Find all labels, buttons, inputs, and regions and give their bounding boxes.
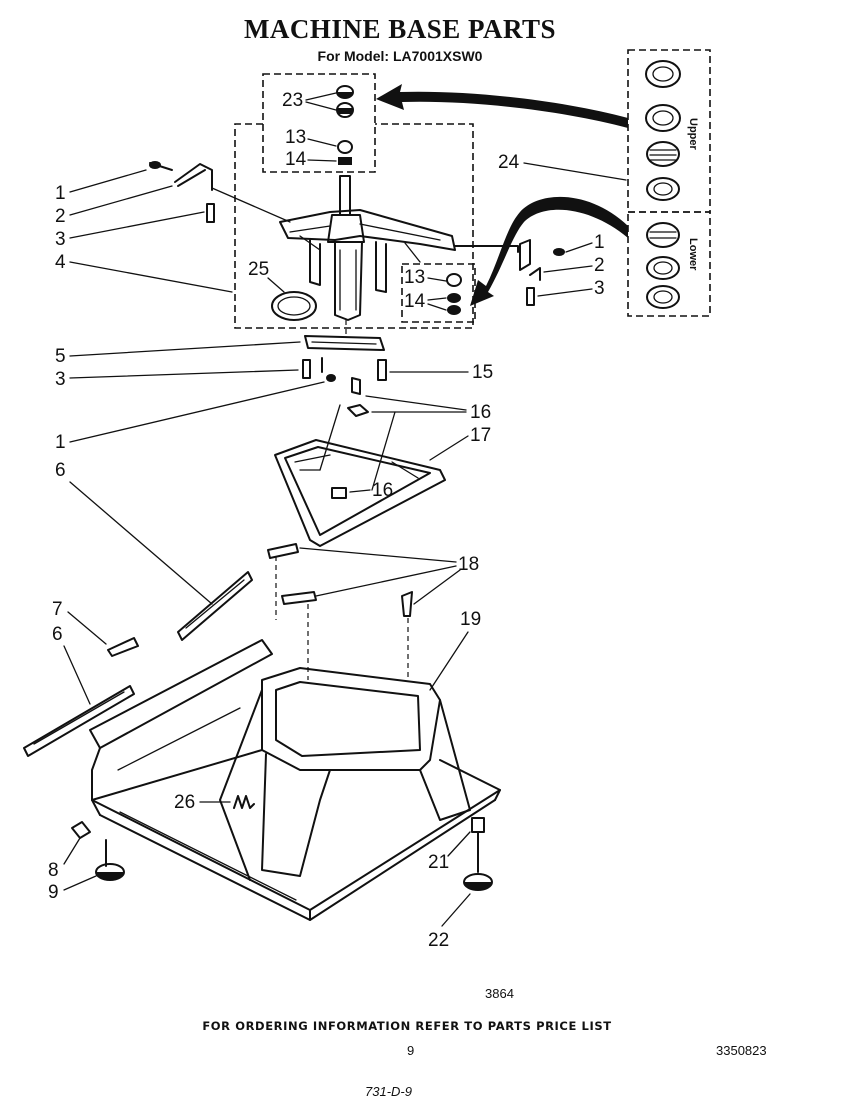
callout-22: 22: [428, 930, 449, 951]
callout-3-mid: 3: [55, 369, 66, 390]
hub-assembly-box: [234, 73, 476, 329]
arrow-lower-bearings: [470, 196, 628, 306]
clamp-group-left: [149, 161, 291, 223]
drive-hub: [279, 175, 456, 321]
callout-13-right: 13: [404, 267, 425, 288]
callout-16-top: 16: [470, 402, 491, 423]
callout-6-top: 6: [55, 460, 66, 481]
page-number: 9: [407, 1043, 414, 1058]
lower-label: Lower: [687, 238, 699, 271]
callout-2-right: 2: [594, 255, 605, 276]
ordering-note: FOR ORDERING INFORMATION REFER TO PARTS …: [202, 1019, 611, 1033]
callout-21: 21: [428, 852, 449, 873]
bearing-part-13-14-right: [446, 273, 462, 315]
spring-part-26: [233, 795, 255, 809]
diagram-title: MACHINE BASE PARTS: [244, 14, 556, 44]
callout-14-right: 14: [404, 291, 426, 312]
callout-23: 23: [282, 90, 303, 111]
tabs-part-18: [267, 543, 413, 680]
callout-6-bottom: 6: [52, 624, 63, 645]
callout-7: 7: [52, 599, 63, 620]
callout-14-top: 14: [285, 149, 307, 170]
callout-9: 9: [48, 882, 59, 903]
callout-18: 18: [458, 554, 479, 575]
lower-hub-parts: [302, 320, 387, 395]
callout-26: 26: [174, 792, 195, 813]
callout-17: 17: [470, 425, 491, 446]
callout-4: 4: [55, 252, 66, 273]
callouts: 23 13 14 1 2 3 4 25 24 13 14 1 2 3 5 3 1…: [48, 90, 627, 951]
callout-16-bottom: 16: [372, 480, 393, 501]
model-line: For Model: LA7001XSW0: [318, 48, 483, 64]
leveling-feet: [71, 817, 493, 891]
clamp-group-right: [454, 239, 565, 306]
diagram-number: 3864: [485, 986, 514, 1001]
callout-24: 24: [498, 152, 520, 173]
frame-part-17: [274, 404, 446, 547]
callout-3-right: 3: [594, 278, 605, 299]
callout-8: 8: [48, 860, 59, 881]
handwritten-code: 731-D-9: [365, 1084, 412, 1099]
seal-part-23: [336, 85, 354, 118]
callout-1-left: 1: [55, 183, 66, 204]
callout-15: 15: [472, 362, 493, 383]
upper-label: Upper: [687, 118, 699, 151]
callout-1-mid: 1: [55, 432, 66, 453]
callout-2-left: 2: [55, 206, 66, 227]
arrow-upper-bearings: [376, 84, 628, 128]
part-number: 3350823: [716, 1043, 767, 1058]
ring-part-25: [271, 291, 317, 321]
callout-25: 25: [248, 259, 269, 280]
strips-part-6-7: [23, 571, 253, 757]
callout-13-top: 13: [285, 127, 306, 148]
callout-3-left: 3: [55, 229, 66, 250]
callout-5: 5: [55, 346, 66, 367]
callout-1-right: 1: [594, 232, 605, 253]
base-frame-part-19: [219, 667, 471, 881]
callout-19: 19: [460, 609, 481, 630]
bearing-part-13-14-top: [337, 140, 353, 165]
bearing-kit-box: [627, 49, 711, 317]
cabinet-base: [89, 639, 501, 921]
